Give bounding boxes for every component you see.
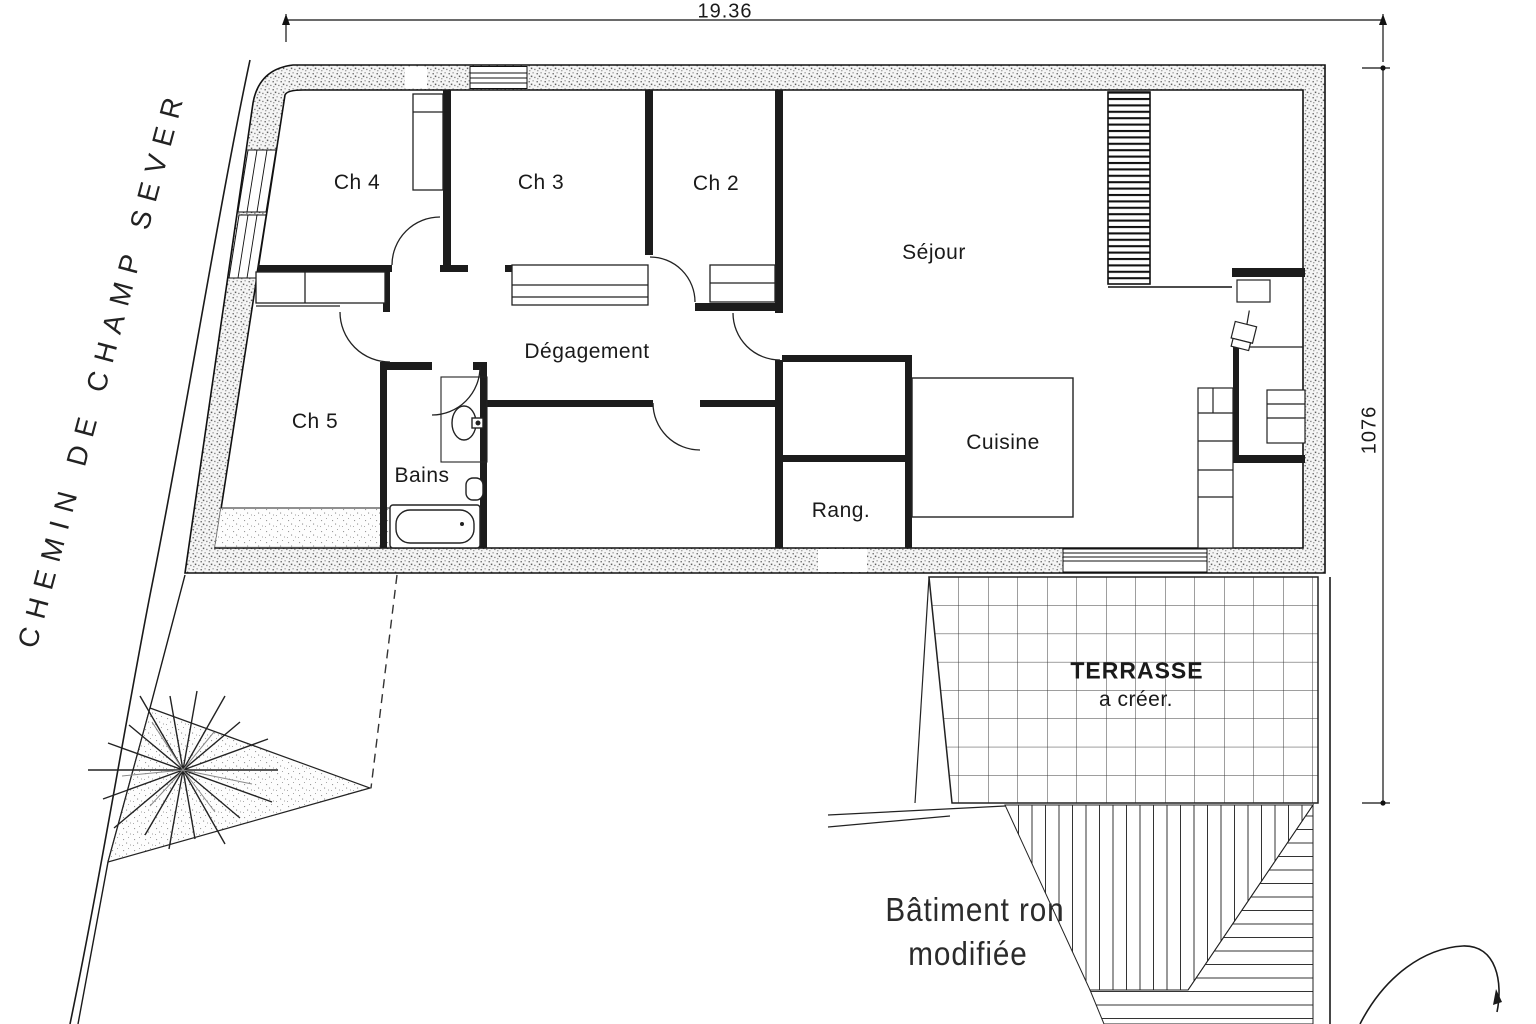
toilet [465, 477, 484, 501]
note-line2: modifiée [908, 935, 1028, 972]
dashed-boundary-line [370, 574, 398, 789]
dimension-right [1362, 65, 1390, 806]
dimension-top [282, 14, 1387, 62]
washbasin [440, 376, 488, 463]
room-label-ch5: Ch 5 [291, 410, 339, 433]
terrace-area [928, 576, 1319, 1024]
road-and-site [69, 59, 1331, 1024]
door-arcs [339, 216, 781, 451]
room-label-sejour: Séjour [902, 241, 966, 264]
room-label-degagement: Dégagement [524, 340, 650, 363]
ch5-closet [255, 271, 386, 307]
ch3-closet [511, 264, 649, 306]
top-window [469, 66, 528, 89]
door-arc-ch4 [391, 216, 441, 266]
entrance-opening [818, 549, 867, 572]
bathroom-fixtures [389, 376, 488, 549]
exterior-wall [184, 64, 1326, 574]
bathtub [389, 504, 481, 549]
door-arc-ch2 [649, 256, 696, 303]
cabinet-box [1236, 279, 1271, 303]
wardrobes [255, 93, 776, 307]
kitchen-window [1062, 548, 1208, 573]
door-arc-lower-room [652, 402, 701, 451]
note-line1: Bâtiment ron [885, 891, 1065, 928]
chair [1230, 310, 1258, 352]
kitchen-units-column [1197, 387, 1234, 549]
wall-openings [214, 66, 1208, 573]
room-label-ch3: Ch 3 [517, 171, 565, 194]
room-label-rang: Rang. [811, 499, 871, 522]
door-arc-ch5 [339, 311, 391, 363]
room-label-ch2: Ch 2 [692, 172, 740, 195]
terrace-title: TERRASSE [1070, 657, 1204, 684]
room-label-cuisine: Cuisine [966, 431, 1040, 454]
tree-icon [88, 690, 278, 850]
terrace-grid [928, 576, 1319, 804]
ch4-closet [412, 93, 444, 191]
terrace-subtitle: a créer. [1098, 688, 1174, 711]
door-arc-sejour [732, 312, 781, 361]
road-edge-line [69, 59, 251, 1024]
dimension-width-label: 19.36 [697, 0, 753, 23]
ch2-closet [709, 264, 776, 303]
ch5-sand-strip [214, 507, 394, 548]
stairs [1107, 91, 1232, 288]
room-label-ch4: Ch 4 [333, 171, 381, 194]
interior-walls [258, 90, 1305, 548]
curved-arrow [1359, 945, 1502, 1024]
kitchen-fixtures [911, 279, 1306, 549]
room-label-bains: Bains [394, 464, 450, 487]
left-window-upper [237, 149, 277, 213]
dimension-height-label: 1076 [1358, 405, 1381, 455]
top-wall-gap [405, 66, 427, 89]
kitchen-island [911, 377, 1074, 518]
planting-bed [107, 707, 372, 863]
pantry-counter [1239, 346, 1306, 444]
hatch-horizontal-area [1089, 803, 1314, 1024]
garden-path-lines [827, 576, 1006, 828]
